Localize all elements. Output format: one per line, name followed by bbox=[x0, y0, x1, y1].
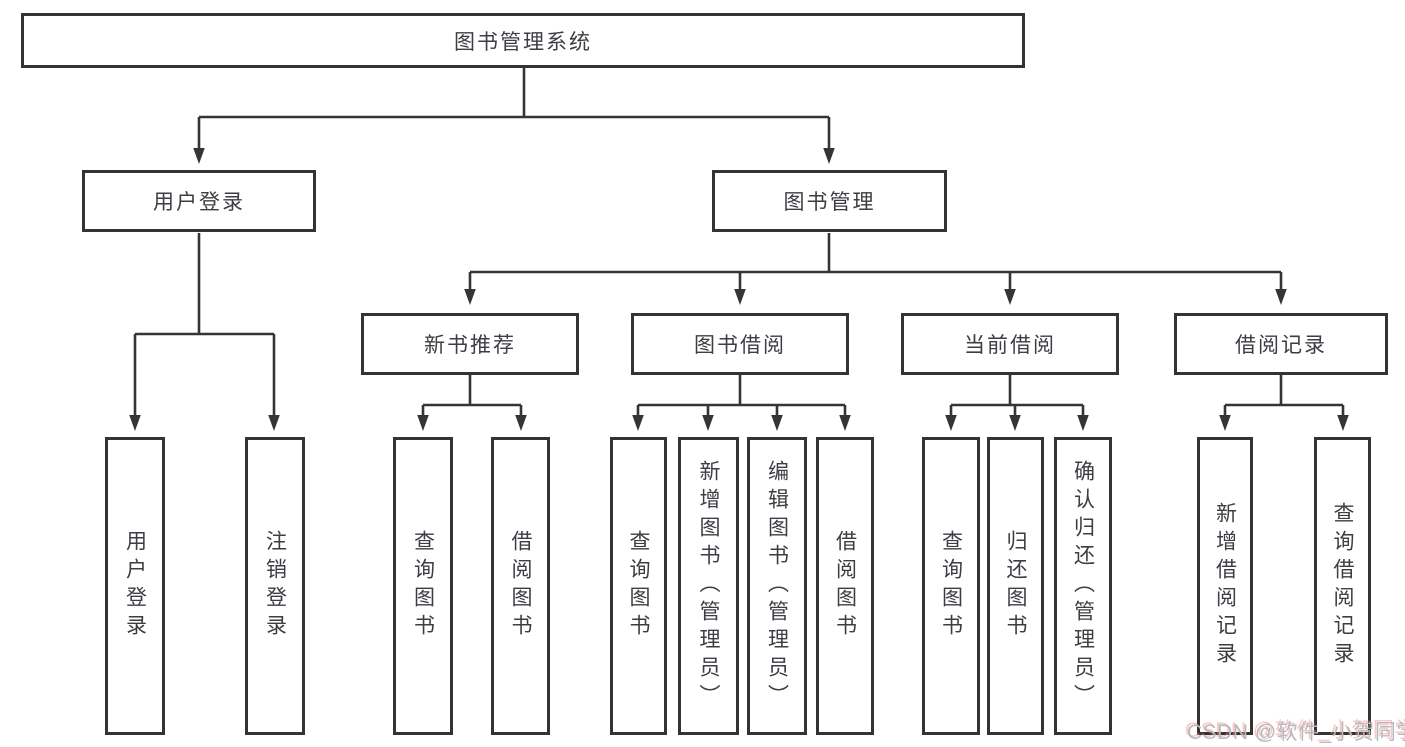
csdn-watermark: CSDN @软件_小贺同学 bbox=[1187, 721, 1405, 744]
node-label: 当前借阅 bbox=[964, 334, 1056, 357]
node-book-management: 图书管理 bbox=[712, 170, 947, 232]
leaf-label: 查询图书 bbox=[939, 530, 963, 642]
leaf-label: 查询图书 bbox=[627, 530, 650, 642]
leaf-label: 查询图书 bbox=[411, 530, 435, 642]
leaf-borrow-books-recommend: 借阅图书 bbox=[491, 437, 550, 735]
leaf-borrow-books: 借阅图书 bbox=[816, 437, 874, 735]
leaf-label: 查询借阅记录 bbox=[1331, 502, 1354, 670]
node-label: 图书管理 bbox=[783, 191, 876, 214]
node-label: 新书推荐 bbox=[424, 334, 516, 357]
leaf-label: 确认归还（管理员） bbox=[1071, 460, 1095, 712]
node-label: 图书借阅 bbox=[694, 334, 786, 357]
leaf-return-books: 归还图书 bbox=[987, 437, 1044, 735]
leaf-add-borrow-record: 新增借阅记录 bbox=[1197, 437, 1253, 735]
leaf-label: 归还图书 bbox=[1004, 530, 1027, 642]
leaf-label: 新增图书（管理员） bbox=[697, 460, 720, 712]
leaf-query-books-recommend: 查询图书 bbox=[393, 437, 453, 735]
node-label: 借阅记录 bbox=[1235, 334, 1327, 357]
leaf-user-login: 用户登录 bbox=[105, 437, 165, 735]
node-book-borrow: 图书借阅 bbox=[631, 313, 849, 375]
node-borrow-records: 借阅记录 bbox=[1174, 313, 1388, 375]
leaf-label: 新增借阅记录 bbox=[1213, 502, 1237, 670]
leaf-label: 借阅图书 bbox=[509, 530, 532, 642]
node-label: 用户登录 bbox=[153, 191, 245, 214]
node-user-login: 用户登录 bbox=[82, 170, 316, 232]
leaf-confirm-return-admin: 确认归还（管理员） bbox=[1054, 437, 1112, 735]
leaf-query-borrow-record: 查询借阅记录 bbox=[1314, 437, 1371, 735]
leaf-logout: 注销登录 bbox=[245, 437, 305, 735]
leaf-label: 用户登录 bbox=[123, 530, 147, 642]
leaf-label: 借阅图书 bbox=[833, 530, 857, 642]
node-library-management-system: 图书管理系统 bbox=[21, 13, 1025, 68]
leaf-edit-books-admin: 编辑图书（管理员） bbox=[747, 437, 807, 735]
leaf-label: 编辑图书（管理员） bbox=[765, 460, 789, 712]
node-label: 图书管理系统 bbox=[454, 30, 592, 54]
node-current-borrow: 当前借阅 bbox=[901, 313, 1119, 375]
leaf-query-books-borrow: 查询图书 bbox=[610, 437, 667, 735]
leaf-query-books-current: 查询图书 bbox=[922, 437, 980, 735]
leaf-label: 注销登录 bbox=[263, 530, 287, 642]
node-new-book-recommend: 新书推荐 bbox=[361, 313, 579, 375]
leaf-add-books-admin: 新增图书（管理员） bbox=[678, 437, 739, 735]
